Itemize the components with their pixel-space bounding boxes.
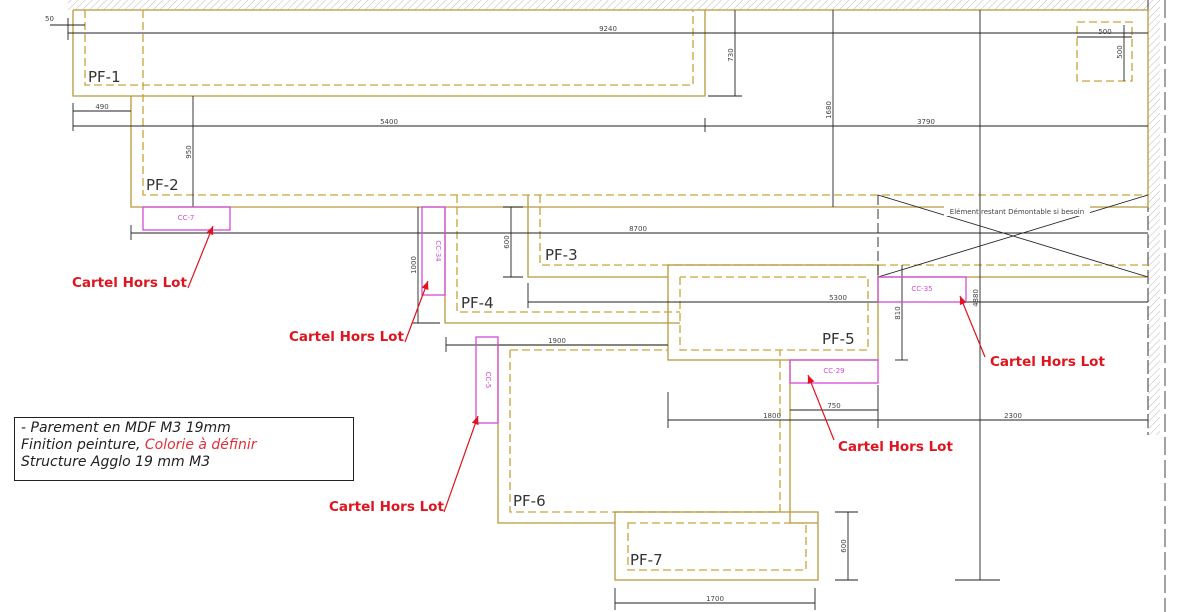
cartel-cc35: CC-35 [911, 285, 932, 293]
dim-8700: 8700 [629, 225, 647, 233]
dim-950: 950 [185, 145, 193, 158]
panel-label-pf4: PF-4 [461, 294, 494, 312]
annotation-cartel-hors-lot: Cartel Hors Lot [838, 439, 953, 455]
dim-490: 490 [95, 103, 108, 111]
dim-5400: 5400 [380, 118, 398, 126]
dim-1900: 1900 [548, 337, 566, 345]
panel-label-pf7: PF-7 [630, 551, 663, 569]
dim-50: 50 [45, 15, 54, 23]
removable-element-note: Elément restant Démontable si besoin [950, 208, 1084, 216]
dim-1700: 1700 [706, 595, 724, 603]
wall-top [68, 0, 1148, 10]
annotation-cartel-hors-lot: Cartel Hors Lot [329, 499, 444, 515]
annotation-cartel-hors-lot: Cartel Hors Lot [289, 329, 404, 345]
dim-2300: 2300 [1004, 412, 1022, 420]
dimension-labels: 50 9240 730 1680 500 500 490 5400 3790 9… [45, 15, 1124, 603]
note-line-1: - Parement en MDF M3 19mm [21, 420, 231, 436]
dim-1680: 1680 [825, 101, 833, 119]
panel-label-pf1: PF-1 [88, 68, 121, 86]
dim-5300: 5300 [829, 294, 847, 302]
annotation-cartel-hors-lot: Cartel Hors Lot [72, 275, 187, 291]
annotations: Cartel Hors Lot Cartel Hors Lot Cartel H… [72, 225, 1105, 515]
dim-750: 750 [827, 402, 840, 410]
dim-3790: 3790 [917, 118, 935, 126]
dim-600-pf7: 600 [840, 539, 848, 552]
cartel-cc5: CC-5 [484, 372, 492, 389]
removable-element-cross: Elément restant Démontable si besoin [877, 194, 1149, 278]
panel-outlines [72, 9, 1149, 581]
note-finish-text: Finition peinture, [21, 437, 145, 453]
annotation-cartel-hors-lot: Cartel Hors Lot [990, 354, 1105, 370]
cartel-cc7: CC-7 [178, 214, 195, 222]
panel-label-pf3: PF-3 [545, 246, 578, 264]
dim-1800: 1800 [763, 412, 781, 420]
note-line-2: Finition peinture, Colorie à définir [21, 437, 353, 454]
material-note-box: - Parement en MDF M3 19mm Finition peint… [14, 417, 354, 481]
panel-label-pf5: PF-5 [822, 330, 855, 348]
dim-500-height: 500 [1116, 45, 1124, 58]
dim-9240: 9240 [599, 25, 617, 33]
dim-500-width: 500 [1098, 28, 1111, 36]
dim-4880: 4880 [972, 289, 980, 307]
panel-labels: PF-1 PF-2 PF-3 PF-4 PF-5 PF-6 PF-7 [88, 68, 855, 569]
cartels: CC-7 CC-34 CC-35 CC-5 CC-29 [142, 206, 967, 424]
dim-600-pf3: 600 [503, 235, 511, 248]
cartel-cc34: CC-34 [434, 240, 442, 262]
dimension-lines [50, 10, 1148, 610]
dim-810: 810 [894, 306, 902, 319]
dim-1000: 1000 [410, 256, 418, 274]
panel-label-pf2: PF-2 [146, 176, 179, 194]
panel-label-pf6: PF-6 [513, 492, 546, 510]
wall-right [1148, 0, 1160, 435]
dim-730: 730 [727, 48, 735, 61]
cartel-cc29: CC-29 [823, 367, 844, 375]
note-line-3: Structure Agglo 19 mm M3 [21, 454, 211, 470]
note-color-tbd: Colorie à définir [144, 437, 257, 453]
